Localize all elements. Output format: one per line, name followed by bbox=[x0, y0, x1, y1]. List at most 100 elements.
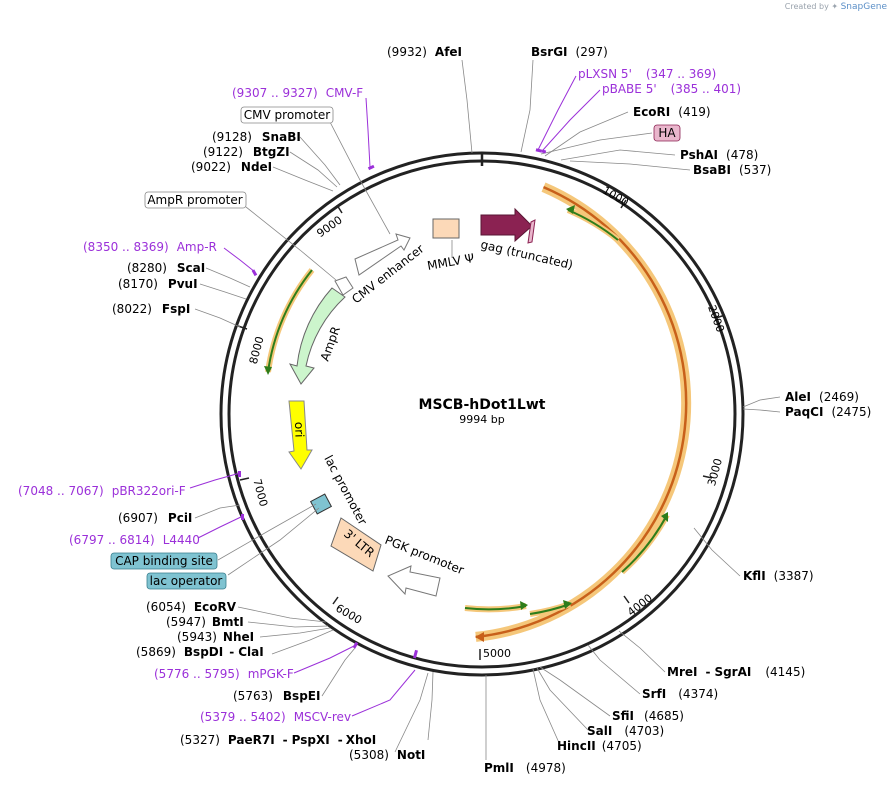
site-pshai: PshAI(478) bbox=[680, 148, 758, 162]
site-snabi: (9128)SnaBI bbox=[212, 130, 301, 144]
leader-fspi bbox=[194, 308, 241, 328]
leader-ndei bbox=[272, 166, 334, 192]
primer-mpgk: (5776 .. 5795)mPGK-F bbox=[154, 667, 294, 681]
site-mrei-sgrai: MreI-SgrAI(4145) bbox=[667, 665, 805, 679]
orf-arrow-bottom2-head bbox=[563, 600, 572, 609]
leader-bmti bbox=[247, 621, 329, 628]
primer-mark-pbabe bbox=[541, 149, 547, 154]
cap-binding-site-label: CAP binding site bbox=[115, 554, 213, 568]
leader-srfi bbox=[587, 644, 641, 695]
site-pvui: (8170)PvuI bbox=[118, 277, 198, 291]
gag-label: gag (truncated) bbox=[479, 237, 574, 272]
tick-6000 bbox=[332, 596, 339, 605]
mmlv-feature bbox=[432, 218, 460, 239]
tick-label-1000: 1000 bbox=[600, 184, 631, 209]
site-hincii: HincII(4705) bbox=[557, 739, 642, 753]
lac-operator-label: lac operator bbox=[150, 574, 223, 588]
ha-box bbox=[653, 124, 681, 142]
leader-pcii bbox=[194, 504, 241, 519]
snapgene-logo-icon: ✦ bbox=[831, 2, 839, 11]
leader-sali bbox=[536, 667, 589, 731]
site-bspei: (5763)BspEI bbox=[233, 689, 320, 703]
site-pcii: (6907)PciI bbox=[118, 511, 192, 525]
leader-plxsn bbox=[537, 75, 577, 151]
primer-amp-r: (8350 .. 8369)Amp-R bbox=[83, 240, 217, 254]
snapgene-credit: Created by ✦ SnapGene bbox=[785, 2, 887, 12]
leader-hincii bbox=[532, 668, 561, 746]
orf-arrow-bottom1-head bbox=[520, 601, 528, 610]
site-fspi: (8022)FspI bbox=[112, 302, 190, 316]
site-bsabi: BsaBI(537) bbox=[693, 163, 771, 177]
leader-cmv-f bbox=[365, 97, 371, 168]
site-leaders bbox=[194, 59, 781, 760]
lac-operator-box bbox=[146, 572, 227, 590]
site-sali: SalI(4703) bbox=[587, 724, 664, 738]
leader-paqci bbox=[742, 408, 781, 413]
site-ndei: (9022)NdeI bbox=[191, 160, 272, 174]
site-xhoi-group: (5327)PaeR7I-PspXI-XhoI bbox=[180, 733, 376, 747]
leader-amp-r bbox=[223, 247, 256, 273]
credit-prefix: Created by bbox=[784, 2, 829, 11]
primer-mark-mpgk bbox=[352, 641, 359, 649]
site-ecorv: (6054)EcoRV bbox=[146, 600, 237, 614]
site-btgzi: (9122)BtgZI bbox=[203, 145, 290, 159]
ampr-feature bbox=[288, 287, 346, 385]
tick-9000 bbox=[336, 204, 343, 214]
primer-mark-mscv bbox=[412, 649, 418, 659]
leader-cap bbox=[217, 503, 317, 561]
leader-noti bbox=[394, 672, 429, 753]
tick-4000 bbox=[623, 595, 630, 604]
cmv-promoter-box bbox=[240, 106, 334, 124]
site-paqci: PaqCI(2475) bbox=[785, 405, 871, 419]
tick-label-9000: 9000 bbox=[314, 213, 344, 240]
tick-1000 bbox=[620, 199, 627, 209]
cmv-promoter-label: CMV promoter bbox=[244, 108, 331, 122]
tick-7000 bbox=[239, 477, 250, 481]
lac-operator-mark bbox=[309, 493, 333, 515]
leader-pshai bbox=[560, 149, 676, 161]
site-kfli: KflI(3387) bbox=[743, 569, 814, 583]
gag-feature bbox=[480, 207, 533, 243]
orf-arrow-right-head bbox=[661, 512, 668, 522]
leader-btgzi bbox=[289, 151, 338, 188]
leader-nhei bbox=[259, 627, 331, 638]
ampr-promoter-label: AmpR promoter bbox=[147, 193, 242, 207]
ampr-promoter-box bbox=[144, 191, 247, 209]
primer-pbabe: pBABE 5'(385 .. 401) bbox=[602, 82, 741, 96]
site-scai: (8280)ScaI bbox=[127, 261, 205, 275]
leader-bspdi bbox=[271, 629, 334, 655]
tick-2000 bbox=[715, 314, 726, 319]
leader-bsrgi bbox=[520, 59, 534, 153]
leader-bsabi bbox=[569, 160, 691, 171]
credit-brand: SnapGene bbox=[840, 2, 887, 12]
orf-arrow-left-head bbox=[264, 366, 272, 375]
primer-pbr322: (7048 .. 7067)pBR322ori-F bbox=[18, 484, 186, 498]
leader-mscv bbox=[351, 669, 416, 717]
orf-arrow-right-line bbox=[621, 514, 668, 573]
site-pmli: PmlI(4978) bbox=[484, 761, 566, 775]
cap-binding-site-box bbox=[110, 552, 218, 570]
leader-ecorv bbox=[237, 606, 327, 623]
site-srfi: SrfI(4374) bbox=[642, 687, 718, 701]
ori-label: ori bbox=[292, 422, 307, 438]
leader-snabi bbox=[299, 136, 341, 186]
primer-mark-pbr322 bbox=[238, 471, 241, 477]
lac-promoter-label: lac promoter bbox=[321, 453, 369, 527]
leader-mrei bbox=[618, 630, 666, 673]
site-bspdi-clai: (5869)BspDI-ClaI bbox=[136, 645, 264, 659]
leader-alei bbox=[742, 396, 781, 408]
primer-mark-plxsn bbox=[535, 148, 543, 153]
ori-feature bbox=[288, 400, 313, 470]
leader-bspei bbox=[321, 647, 356, 697]
leader-pbr322 bbox=[189, 472, 241, 489]
tick-label-5000: 5000 bbox=[483, 647, 511, 660]
leader-pvui bbox=[199, 283, 247, 300]
leader-ampr-promoter bbox=[245, 206, 337, 281]
site-bsrgi: BsrGI(297) bbox=[531, 45, 608, 59]
pgk-promoter-label: PGK promoter bbox=[383, 533, 466, 577]
leader-pbabe bbox=[542, 89, 601, 151]
leader-mpgk bbox=[293, 644, 357, 674]
cmv-enhancer-feature bbox=[354, 233, 411, 276]
ltr-feature bbox=[330, 517, 382, 572]
cmv-promoter-arrow bbox=[334, 276, 354, 296]
